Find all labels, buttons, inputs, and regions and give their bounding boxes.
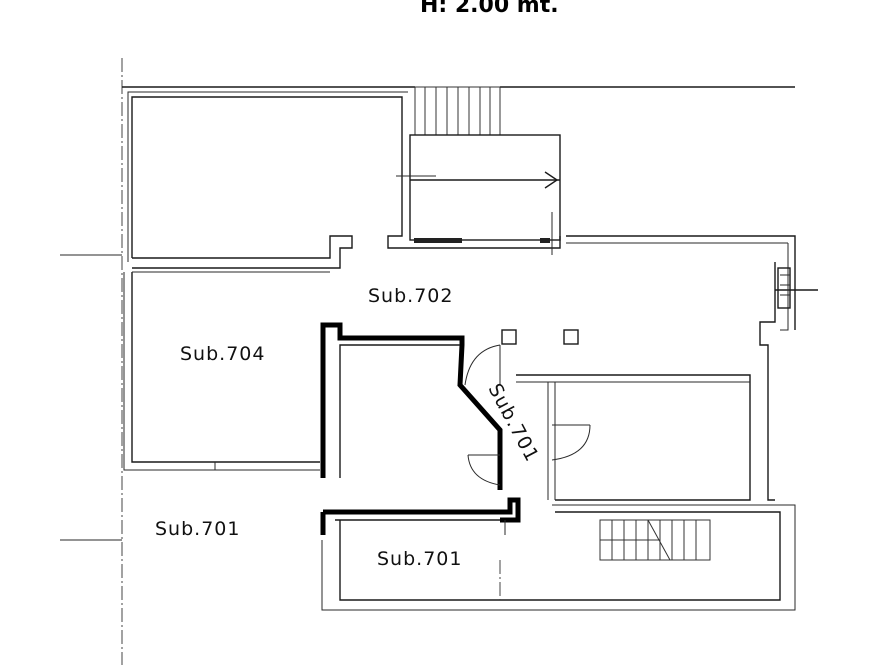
stair-top (414, 86, 501, 136)
landing-block (387, 125, 561, 255)
label-sub-701-left: Sub.701 (155, 518, 240, 540)
room-upper-left (127, 91, 408, 269)
room-sub-702 (501, 235, 796, 501)
label-sub-704: Sub.704 (180, 343, 265, 365)
height-annotation: H: 2.00 mt. (420, 0, 559, 18)
label-sub-702: Sub.702 (368, 285, 453, 307)
room-right-inner (321, 374, 796, 611)
room-sub-704 (123, 271, 330, 471)
label-sub-701-bottom: Sub.701 (377, 548, 462, 570)
stair-bottom (599, 519, 711, 561)
outer-boundary (60, 58, 818, 665)
door-swings (464, 344, 591, 486)
closet-thick-walls (320, 322, 521, 535)
